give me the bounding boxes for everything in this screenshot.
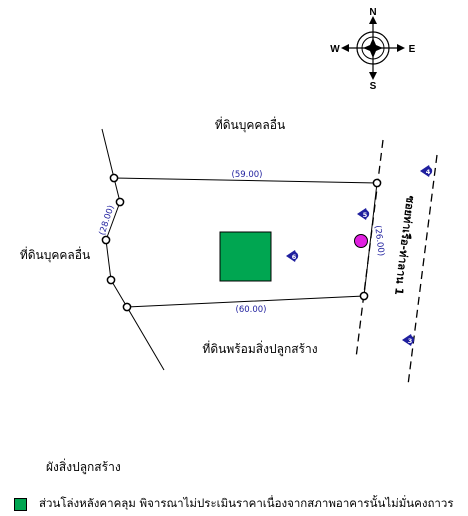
dimension-right: (26.00) bbox=[372, 225, 386, 257]
marker-6-label: 6 bbox=[292, 253, 297, 261]
compass-east: E bbox=[409, 44, 416, 55]
marker-4-label: 4 bbox=[426, 168, 431, 176]
boundary-vertex bbox=[372, 178, 382, 188]
legend: ผังสิ่งปลูกสร้าง ส่วนโล่งหลังคาคลุม พิจา… bbox=[14, 458, 464, 513]
boundary-extension-bottom-left bbox=[126, 306, 165, 371]
legend-title: ผังสิ่งปลูกสร้าง bbox=[46, 460, 121, 474]
boundary-vertex bbox=[122, 302, 132, 312]
legend-swatch-green bbox=[14, 497, 27, 511]
boundary-vertex bbox=[359, 291, 369, 301]
compass-west: W bbox=[330, 44, 340, 55]
marker-3[interactable]: 3 bbox=[402, 334, 415, 346]
boundary-vertex bbox=[106, 275, 116, 285]
boundary-extension-top-left bbox=[101, 128, 115, 179]
neighbor-label-bottom: ที่ดินพร้อมสิ่งปลูกสร้าง bbox=[202, 340, 317, 357]
legend-item: ส่วนโล่งหลังคาคลุม พิจารณาไม่ประเมินราคา… bbox=[14, 495, 464, 513]
survey-point-magenta bbox=[354, 234, 368, 248]
compass-south: S bbox=[370, 81, 377, 92]
dimension-bottom: (60.00) bbox=[236, 305, 267, 315]
compass-rose: N S E W bbox=[330, 7, 415, 92]
boundary-vertex bbox=[109, 173, 119, 183]
boundary-vertex bbox=[101, 235, 111, 245]
road-name-label: ซอยท่าเรือ-ท่าลาน 1 bbox=[392, 195, 417, 296]
marker-5[interactable]: 5 bbox=[357, 208, 370, 220]
dimension-top: (59.00) bbox=[232, 170, 263, 180]
neighbor-label-left: ที่ดินบุคคลอื่น bbox=[20, 246, 90, 263]
compass-north: N bbox=[369, 7, 376, 18]
marker-5-label: 5 bbox=[363, 211, 368, 219]
marker-6[interactable]: 6 bbox=[286, 250, 299, 262]
parcel-boundary bbox=[105, 177, 378, 308]
road-edge-right bbox=[407, 154, 438, 386]
neighbor-label-top: ที่ดินบุคคลอื่น bbox=[215, 116, 285, 133]
legend-item-text: ส่วนโล่งหลังคาคลุม พิจารณาไม่ประเมินราคา… bbox=[39, 496, 454, 510]
parcel-vertices bbox=[101, 173, 382, 312]
building-open-shed[interactable] bbox=[219, 231, 272, 282]
boundary-vertex bbox=[115, 197, 125, 207]
dimension-left: (28.00) bbox=[98, 204, 117, 237]
marker-3-label: 3 bbox=[408, 337, 413, 345]
marker-4[interactable]: 4 bbox=[420, 165, 433, 177]
